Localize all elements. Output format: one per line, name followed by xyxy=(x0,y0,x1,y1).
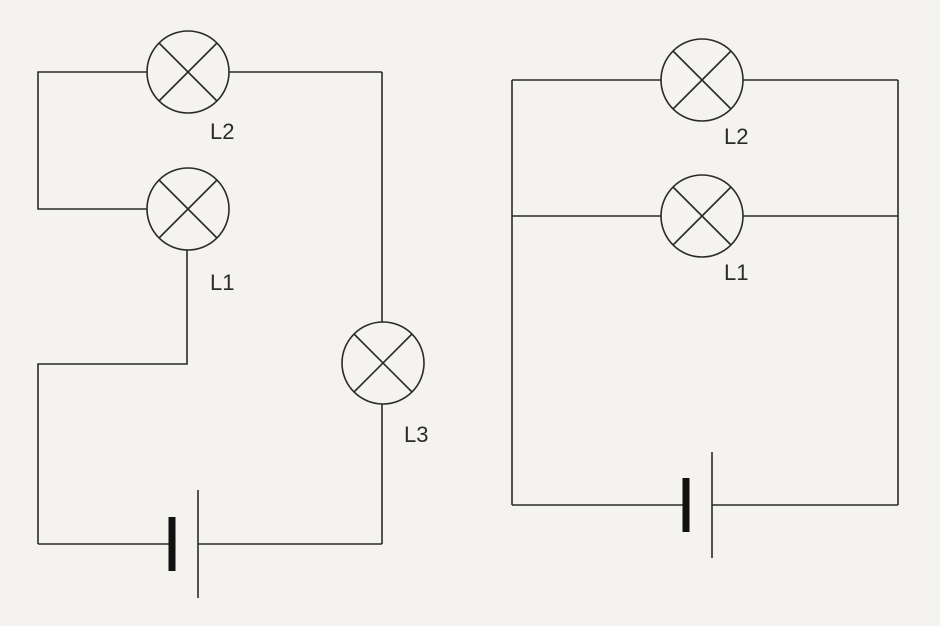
battery-left xyxy=(168,490,199,598)
lamp-cross xyxy=(158,179,218,239)
wire-left-down xyxy=(37,250,188,544)
lamp-cross xyxy=(158,42,218,102)
lamp-l1-left xyxy=(146,167,230,251)
lamp-label-l1-right: L1 xyxy=(724,260,748,285)
lamp-l3-left xyxy=(341,321,425,405)
circuit-left: L2 L1 L3 xyxy=(37,30,428,598)
circuit-left-wires xyxy=(37,71,383,545)
lamp-l2-right xyxy=(660,38,744,122)
lamp-label-l1-left: L1 xyxy=(210,270,234,295)
lamp-label-l3-left: L3 xyxy=(404,422,428,447)
lamp-l1-right xyxy=(660,174,744,258)
circuit-right: L2 L1 xyxy=(511,38,899,558)
wire-top-branch xyxy=(37,71,147,210)
lamp-label-l2-right: L2 xyxy=(724,124,748,149)
lamp-label-l2-left: L2 xyxy=(210,119,234,144)
battery-right xyxy=(682,452,713,558)
lamp-l2-left xyxy=(146,30,230,114)
lamp-cross xyxy=(672,50,732,110)
lamp-cross xyxy=(672,186,732,246)
lamp-cross xyxy=(353,333,413,393)
circuit-right-wires xyxy=(511,79,899,506)
